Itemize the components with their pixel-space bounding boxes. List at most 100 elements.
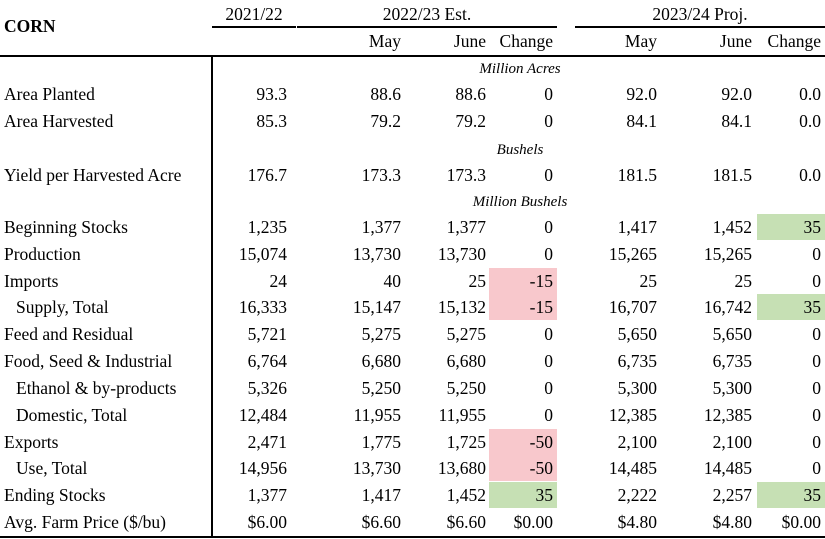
- table-cell: 6,735: [712, 351, 752, 371]
- table-cell: 16,707: [608, 297, 657, 317]
- table-cell: 0.0: [799, 111, 821, 131]
- row-label: Ethanol & by-products: [16, 378, 177, 398]
- table-cell: $0.00: [781, 512, 821, 532]
- table-cell: -15: [529, 271, 553, 291]
- change-highlight-decrease: [489, 294, 557, 320]
- table-cell: 173.3: [361, 165, 401, 185]
- unit-million-bushels: Million Bushels: [472, 194, 568, 210]
- table-cell: 5,326: [247, 378, 287, 398]
- subheader-2: Change: [499, 31, 553, 51]
- table-cell: 0: [812, 405, 821, 425]
- rule-table-bottom: [0, 536, 825, 538]
- table-cell: -50: [529, 458, 553, 478]
- table-cell: 5,275: [361, 324, 401, 344]
- table-cell: 6,735: [617, 351, 657, 371]
- table-cell: $6.60: [446, 512, 486, 532]
- table-cell: 2,100: [712, 432, 752, 452]
- row-label: Area Planted: [4, 84, 95, 104]
- table-cell: 1,725: [446, 432, 486, 452]
- table-cell: $0.00: [513, 512, 553, 532]
- table-cell: 1,452: [712, 217, 752, 237]
- table-cell: 1,377: [247, 485, 287, 505]
- table-cell: $6.60: [361, 512, 401, 532]
- table-cell: 5,250: [446, 378, 486, 398]
- table-cell: 0: [544, 405, 553, 425]
- table-cell: 93.3: [256, 84, 287, 104]
- table-cell: 13,730: [352, 458, 401, 478]
- table-cell: 92.0: [626, 84, 657, 104]
- table-cell: 35: [803, 485, 822, 505]
- table-cell: $4.80: [617, 512, 657, 532]
- table-cell: 11,955: [353, 405, 401, 425]
- table-cell: 14,485: [703, 458, 752, 478]
- table-cell: 6,680: [446, 351, 486, 371]
- table-cell: 1,417: [617, 217, 657, 237]
- row-label: Supply, Total: [16, 297, 109, 317]
- change-highlight-increase: [757, 294, 825, 320]
- table-cell: 5,250: [361, 378, 401, 398]
- table-cell: 24: [269, 271, 288, 291]
- table-cell: 5,300: [617, 378, 657, 398]
- unit-bushels: Bushels: [496, 142, 544, 158]
- table-cell: -50: [529, 432, 553, 452]
- table-cell: 6,764: [247, 351, 287, 371]
- table-cell: $6.00: [247, 512, 287, 532]
- table-cell: 0: [812, 378, 821, 398]
- rule-under-2022: [297, 26, 557, 28]
- rule-under-2021: [212, 26, 296, 28]
- row-label: Use, Total: [16, 458, 88, 478]
- table-cell: 0: [812, 351, 821, 371]
- rule-label-column: [211, 55, 213, 538]
- subheader-1: June: [453, 31, 486, 51]
- table-cell: 0: [812, 244, 821, 264]
- table-cell: 2,100: [617, 432, 657, 452]
- row-label: Feed and Residual: [4, 324, 134, 344]
- table-cell: 0: [544, 111, 553, 131]
- table-cell: 0: [544, 351, 553, 371]
- table-cell: 5,650: [617, 324, 657, 344]
- table-cell: 12,385: [608, 405, 657, 425]
- year-header-2021-22: 2021/22: [225, 4, 283, 24]
- table-cell: 14,956: [238, 458, 287, 478]
- rule-header-bottom: [0, 55, 825, 57]
- table-cell: 5,275: [446, 324, 486, 344]
- row-label: Production: [4, 244, 81, 264]
- table-cell: 35: [803, 297, 822, 317]
- table-cell: 79.2: [455, 111, 486, 131]
- table-cell: 25: [734, 271, 753, 291]
- table-cell: 11,955: [438, 405, 486, 425]
- table-cell: 16,333: [238, 297, 287, 317]
- table-cell: 5,300: [712, 378, 752, 398]
- change-highlight-decrease: [489, 429, 557, 455]
- table-cell: 35: [535, 485, 554, 505]
- change-highlight-increase: [757, 482, 825, 508]
- table-cell: 88.6: [455, 84, 486, 104]
- table-cell: 12,484: [238, 405, 287, 425]
- table-cell: 0.0: [799, 165, 821, 185]
- table-cell: 0: [544, 324, 553, 344]
- table-cell: 0: [812, 271, 821, 291]
- table-cell: 2,222: [617, 485, 657, 505]
- table-cell: 1,417: [361, 485, 401, 505]
- table-cell: 0: [812, 432, 821, 452]
- table-cell: 84.1: [721, 111, 752, 131]
- table-cell: 181.5: [712, 165, 752, 185]
- table-cell: 25: [468, 271, 487, 291]
- table-cell: 40: [383, 271, 402, 291]
- table-cell: 13,730: [352, 244, 401, 264]
- table-cell: 181.5: [617, 165, 657, 185]
- table-cell: 16,742: [703, 297, 752, 317]
- unit-million-acres: Million Acres: [479, 61, 561, 77]
- change-highlight-increase: [757, 214, 825, 240]
- table-cell: 0: [812, 458, 821, 478]
- table-cell: $4.80: [712, 512, 752, 532]
- subheader-5: Change: [767, 31, 821, 51]
- row-label: Beginning Stocks: [4, 217, 128, 237]
- table-cell: 14,485: [608, 458, 657, 478]
- table-cell: 12,385: [703, 405, 752, 425]
- row-label: Domestic, Total: [16, 405, 128, 425]
- year-header-2022-23: 2022/23 Est.: [382, 4, 472, 24]
- table-cell: 25: [639, 271, 658, 291]
- table-cell: 92.0: [721, 84, 752, 104]
